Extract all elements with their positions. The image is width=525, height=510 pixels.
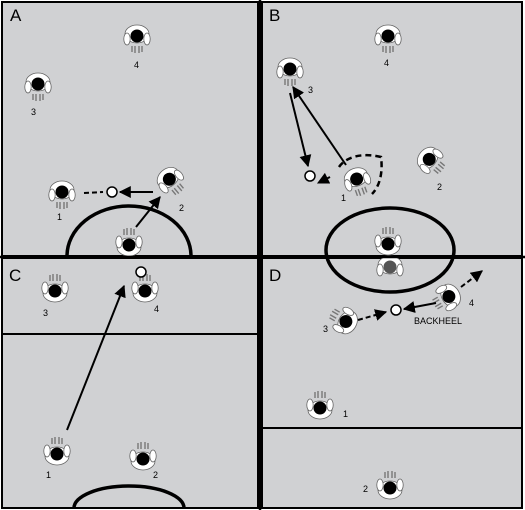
panel-a-player-4-number: 4 <box>134 60 139 70</box>
panel-d-label: D <box>269 266 281 285</box>
panel-b-pass-arrow-down <box>289 92 312 168</box>
panel-d-backheel-arrow <box>402 301 437 313</box>
panel-c-player-4-number: 4 <box>154 304 159 314</box>
panel-a-player-3-number: 3 <box>31 107 36 117</box>
panel-b-feint-curve <box>337 153 383 195</box>
panel-b-field <box>261 1 523 257</box>
panel-a-label: A <box>10 6 22 25</box>
panel-c-field-bottom <box>1 333 259 509</box>
panel-c: C 3 4 1 2 <box>1 257 259 509</box>
panel-c-player-3-number: 3 <box>43 308 48 318</box>
panel-b-pass-arrow-up <box>292 86 347 166</box>
panel-c-player-2-number: 2 <box>153 470 158 480</box>
panel-d-player-4-number: 4 <box>469 298 474 308</box>
panel-a-player-2-number: 2 <box>179 203 184 213</box>
panel-c-arc <box>72 484 186 509</box>
panel-d-player-shadow-icon <box>376 255 404 277</box>
panel-b-player-1-number: 1 <box>341 193 346 203</box>
panel-d-run-arrow <box>357 309 388 321</box>
panel-d-player-2-number: 2 <box>363 484 368 494</box>
panel-d-backheel-label: BACKHEEL <box>414 316 462 326</box>
panel-d-player-1-number: 1 <box>343 409 348 419</box>
panel-a-field <box>1 1 259 257</box>
panel-c-pass-arrow <box>66 284 126 431</box>
panel-c-player-1-number: 1 <box>46 470 51 480</box>
panel-d-field-top <box>261 257 523 429</box>
panel-a-player-1-number: 1 <box>57 212 62 222</box>
panel-b-player-4-number: 4 <box>384 58 389 68</box>
panel-b: B 4 3 1 2 <box>261 1 523 257</box>
panel-c-label: C <box>9 266 21 285</box>
panel-b-ball-icon <box>304 170 316 182</box>
panel-b-player-3-number: 3 <box>308 85 313 95</box>
panel-b-label: B <box>269 6 280 25</box>
panel-d-player-4-run-arrow <box>460 270 483 288</box>
panel-d-ball-icon <box>390 304 402 316</box>
panel-c-ball-icon <box>135 266 147 278</box>
panel-b-run-arrow <box>316 172 331 184</box>
panel-a-arc <box>65 204 193 257</box>
panel-a-ball-icon <box>106 186 118 198</box>
panel-a-run-arrow <box>83 191 104 194</box>
panel-d: D 4 3 1 2 BACKHEEL <box>261 206 523 509</box>
panel-d-player-3-number: 3 <box>323 324 328 334</box>
panel-d-center-circle <box>324 206 456 294</box>
panel-a-pass-arrow-center <box>135 196 161 228</box>
panel-a: A 4 3 1 2 <box>1 1 259 257</box>
panel-b-player-2-number: 2 <box>437 182 442 192</box>
panel-c-field-top <box>1 257 259 335</box>
